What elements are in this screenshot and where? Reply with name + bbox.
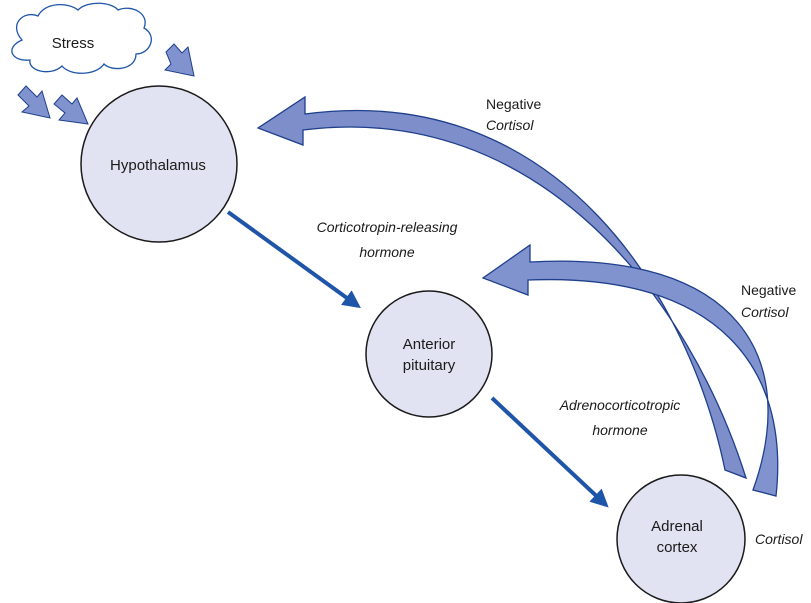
adrenal-cortex-node: [616, 474, 746, 603]
stress-arrow-middle: [53, 94, 89, 125]
crh-arrow: [226, 210, 361, 309]
feedback-upper-type: Negative: [486, 96, 541, 112]
anterior-pituitary-node: [365, 290, 493, 418]
hypothalamus-node: [80, 85, 238, 243]
acth-label-line1: Adrenocorticotropic: [559, 397, 681, 413]
anterior-pituitary-label-line1: Anterior: [403, 336, 456, 353]
adrenal-cortex-label-line1: Adrenal: [651, 518, 703, 535]
acth-label-line2: hormone: [592, 422, 647, 438]
feedback-arrow-to-pituitary: [481, 243, 779, 497]
hypothalamus-label: Hypothalamus: [110, 157, 206, 174]
stress-cloud: [11, 2, 152, 74]
anterior-pituitary-label-line2: pituitary: [403, 357, 456, 374]
feedback-lower-type: Negative: [741, 282, 796, 298]
feedback-lower-hormone: Cortisol: [741, 304, 789, 320]
stress-arrow-top: [163, 43, 195, 77]
feedback-upper-hormone: Cortisol: [486, 117, 534, 133]
crh-label-line1: Corticotropin-releasing: [317, 219, 458, 235]
stress-label: Stress: [52, 35, 95, 52]
cortisol-output-label: Cortisol: [755, 531, 803, 547]
adrenal-cortex-label-line2: cortex: [657, 539, 698, 556]
crh-label-line2: hormone: [359, 244, 414, 260]
stress-arrow-left: [17, 85, 51, 119]
acth-arrow: [490, 396, 609, 508]
